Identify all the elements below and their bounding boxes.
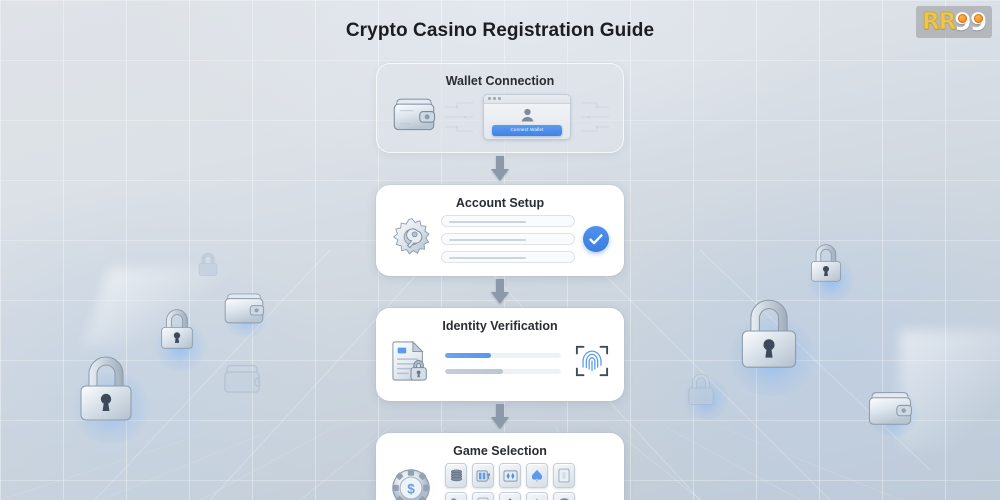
game-tile-slot-machine[interactable] — [472, 463, 494, 488]
deco-lock-large-left — [75, 350, 137, 422]
step-body-identity-verification — [377, 333, 623, 400]
poker-chip-icon: $ — [391, 468, 431, 500]
step-title-account-setup: Account Setup — [455, 195, 545, 210]
deco-glow-right-1 — [726, 318, 818, 396]
connect-wallet-button[interactable]: Connect Wallet — [492, 124, 562, 137]
game-tile-spade[interactable] — [526, 492, 548, 500]
verification-progress-primary — [445, 352, 561, 358]
page-title: Crypto Casino Registration Guide — [345, 20, 655, 41]
step-card-account-setup[interactable]: Account Setup — [376, 184, 624, 276]
game-tile-blank-card[interactable] — [553, 463, 575, 488]
chip-symbol: $ — [407, 481, 415, 496]
account-form-fields — [441, 215, 575, 263]
deco-glow-right-2 — [806, 258, 856, 302]
gear-wrench-icon — [391, 216, 433, 263]
circuit-lines-right — [581, 102, 609, 131]
wallet-icon — [391, 95, 437, 138]
browser-titlebar — [484, 94, 570, 104]
deco-glow-left-2 — [152, 322, 208, 372]
deco-glow-left-1 — [70, 372, 152, 444]
browser-dot-2 — [493, 97, 496, 100]
step-card-identity-verification[interactable]: Identity Verification — [376, 308, 624, 401]
document-lock-icon — [391, 339, 431, 388]
down-arrow-icon — [491, 155, 509, 181]
flow-connector-1 — [376, 153, 624, 185]
deco-glow-right-3 — [682, 378, 730, 420]
browser-dot-1 — [488, 97, 491, 100]
down-arrow-icon — [491, 279, 509, 304]
registration-flow: Wallet Connection — [376, 63, 624, 500]
deco-lock-large-right — [736, 292, 802, 370]
game-tile-diamond[interactable] — [472, 492, 494, 500]
flow-connector-2 — [376, 276, 624, 308]
flow-connector-3 — [376, 401, 624, 433]
deco-wallet-open-left — [222, 362, 262, 395]
browser-dot-3 — [498, 97, 501, 100]
deco-glow-right-4 — [866, 392, 922, 436]
background-sheen-right — [900, 330, 1000, 450]
browser-content: Connect Wallet — [484, 104, 570, 139]
down-arrow-icon — [491, 403, 509, 429]
background-sheen-left — [83, 268, 229, 346]
fingerprint-scan-icon[interactable] — [575, 344, 609, 383]
account-field-1[interactable] — [441, 215, 575, 227]
account-field-2[interactable] — [441, 233, 575, 245]
game-tile-coin-stack[interactable] — [445, 463, 467, 488]
deco-wallet-left — [222, 290, 266, 326]
step-title-game-selection: Game Selection — [453, 443, 547, 458]
deco-lock-small-left — [197, 250, 219, 277]
circuit-lines-left — [445, 102, 473, 131]
account-field-3[interactable] — [441, 251, 575, 263]
game-tile-grid — [445, 463, 609, 500]
game-tile-club[interactable] — [499, 492, 521, 500]
game-tile-roulette[interactable] — [553, 492, 575, 500]
step-card-game-selection[interactable]: Game Selection — [376, 432, 624, 500]
logo-primary-text: RR — [922, 8, 957, 35]
game-tile-double-diamond[interactable] — [499, 463, 521, 488]
step-body-account-setup — [377, 209, 623, 275]
deco-lock-mid-right — [808, 240, 844, 283]
deco-wallet-right — [866, 388, 914, 428]
step-title-wallet-connection: Wallet Connection — [445, 74, 555, 88]
step-body-game-selection: $ — [377, 457, 623, 500]
user-avatar-icon — [521, 108, 533, 122]
deco-lock-mid-left — [158, 305, 196, 350]
browser-window-mock[interactable]: Connect Wallet — [483, 93, 571, 140]
step-card-wallet-connection[interactable]: Wallet Connection — [376, 63, 624, 153]
step-body-wallet-connection: Connect Wallet — [377, 88, 623, 152]
deco-lock-small-right — [686, 370, 716, 406]
game-tile-spade-card[interactable] — [526, 463, 548, 488]
game-tile-dice-chip[interactable] — [445, 492, 467, 500]
step-title-identity-verification: Identity Verification — [442, 319, 558, 333]
verification-progress-group — [439, 352, 567, 374]
check-circle-icon — [583, 226, 609, 252]
deco-glow-left-3 — [222, 298, 270, 338]
verification-progress-secondary — [445, 368, 561, 374]
